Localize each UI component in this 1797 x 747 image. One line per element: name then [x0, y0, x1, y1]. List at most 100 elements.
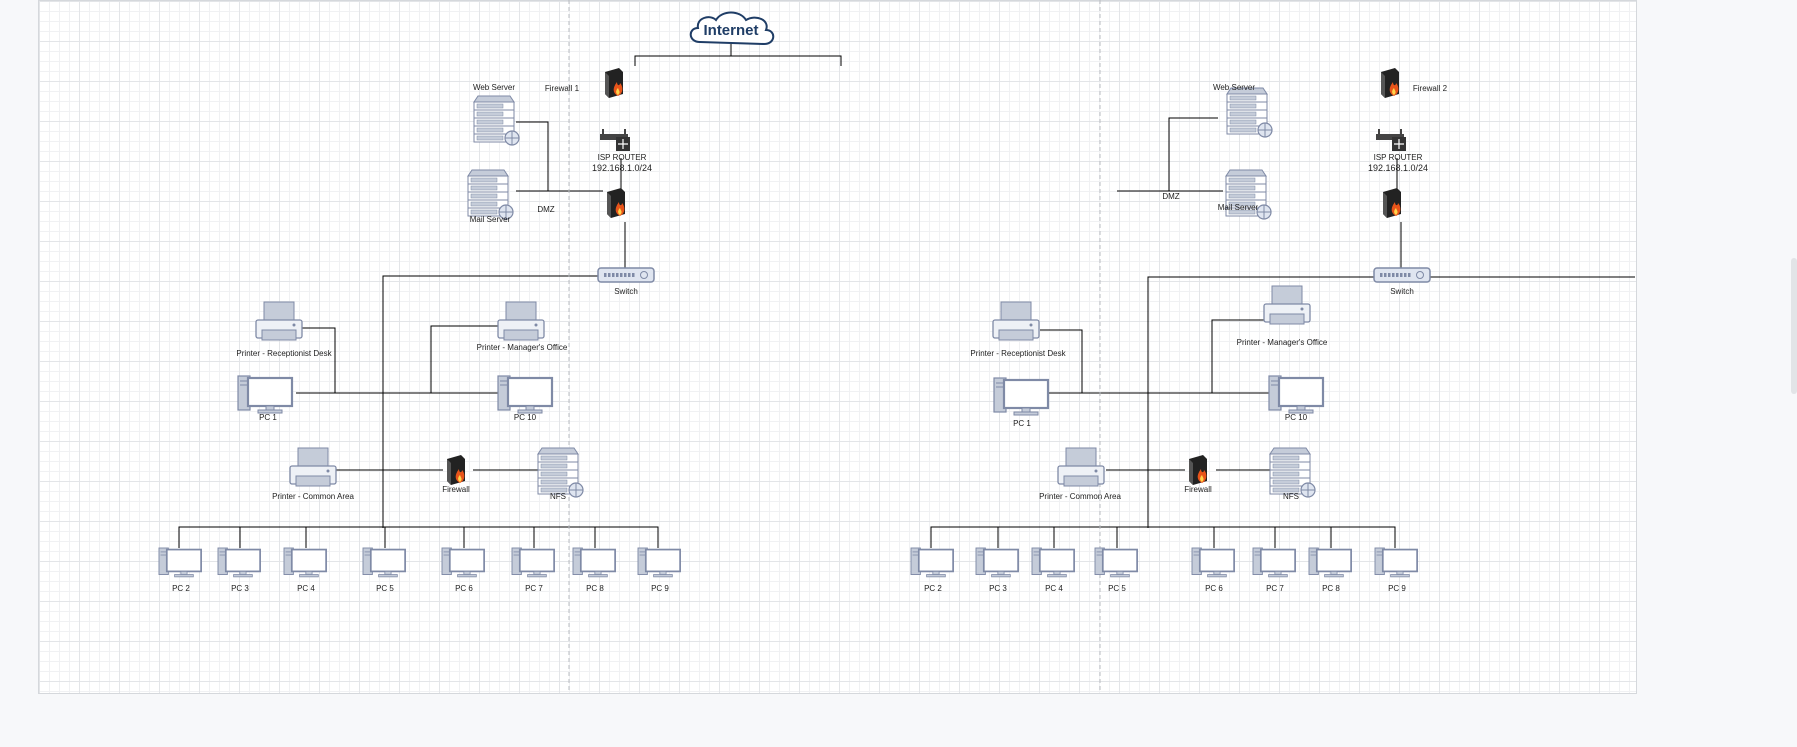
pc-icon[interactable]	[637, 547, 681, 578]
pc-icon[interactable]	[1191, 547, 1235, 578]
dmz-label: DMZ	[1162, 192, 1179, 201]
pc-icon[interactable]	[993, 377, 1050, 416]
wire	[1168, 117, 1223, 192]
internet-label: Internet	[703, 22, 758, 39]
pc-label: PC 5	[1108, 584, 1126, 593]
printer-common-label: Printer - Common Area	[1039, 492, 1121, 501]
pc10-label: PC 10	[1285, 413, 1308, 422]
pc-label: PC 7	[1266, 584, 1284, 593]
server-icon[interactable]	[1226, 87, 1273, 138]
wire	[930, 526, 1396, 548]
printer-common-label: Printer - Common Area	[272, 492, 354, 501]
pc-icon[interactable]	[1308, 547, 1352, 578]
router-label: ISP ROUTER	[598, 153, 647, 162]
inner-firewall-label: Firewall	[1184, 485, 1212, 494]
switch-label: Switch	[614, 287, 638, 296]
wire	[178, 526, 659, 548]
pc-label: PC 8	[1322, 584, 1340, 593]
firewall-label: Firewall 1	[545, 84, 580, 93]
server-icon[interactable]	[467, 169, 514, 220]
router-icon[interactable]	[1376, 129, 1406, 151]
wire	[296, 327, 336, 394]
pc-label: PC 2	[172, 584, 190, 593]
server-icon[interactable]	[473, 95, 520, 146]
pc-label: PC 3	[231, 584, 249, 593]
pc-icon[interactable]	[1268, 375, 1325, 414]
pc1-label: PC 1	[1013, 419, 1031, 428]
pc-icon[interactable]	[158, 547, 202, 578]
pc-label: PC 9	[1388, 584, 1406, 593]
firewall-icon[interactable]	[607, 188, 625, 218]
wire	[516, 121, 549, 192]
firewall-icon[interactable]	[605, 68, 623, 98]
printer-icon[interactable]	[497, 301, 545, 341]
firewall-icon[interactable]	[1381, 68, 1399, 98]
firewall-icon[interactable]	[1189, 455, 1207, 485]
router-label: ISP ROUTER	[1374, 153, 1423, 162]
pc-icon[interactable]	[975, 547, 1019, 578]
wire	[430, 325, 501, 393]
pc-icon[interactable]	[1031, 547, 1075, 578]
pc-label: PC 4	[297, 584, 315, 593]
printer-manager-label: Printer - Manager's Office	[1237, 338, 1328, 347]
pc1-label: PC 1	[259, 413, 277, 422]
pc-icon[interactable]	[362, 547, 406, 578]
cloud-icon[interactable]	[689, 11, 775, 46]
pc-icon[interactable]	[1094, 547, 1138, 578]
switch-icon[interactable]	[597, 267, 655, 283]
printer-icon[interactable]	[289, 447, 337, 487]
server-icon[interactable]	[1269, 447, 1316, 498]
nfs-label: NFS	[550, 492, 566, 501]
printer-manager-label: Printer - Manager's Office	[477, 343, 568, 352]
server-icon[interactable]	[1225, 169, 1272, 220]
pc10-label: PC 10	[514, 413, 537, 422]
pc-label: PC 3	[989, 584, 1007, 593]
printer-icon[interactable]	[255, 301, 303, 341]
wire	[1211, 319, 1264, 393]
pc-icon[interactable]	[511, 547, 555, 578]
wire	[1147, 276, 1635, 528]
pc-icon[interactable]	[237, 375, 294, 414]
nfs-label: NFS	[1283, 492, 1299, 501]
printer-icon[interactable]	[1263, 285, 1311, 325]
pc-icon[interactable]	[217, 547, 261, 578]
pc-icon[interactable]	[283, 547, 327, 578]
scrollbar[interactable]	[1791, 258, 1797, 394]
pc-label: PC 6	[455, 584, 473, 593]
inner-firewall-label: Firewall	[442, 485, 470, 494]
subnet-label: 192.168.1.0/24	[592, 163, 652, 173]
pc-label: PC 7	[525, 584, 543, 593]
switch-label: Switch	[1390, 287, 1414, 296]
server-icon[interactable]	[537, 447, 584, 498]
printer-reception-label: Printer - Receptionist Desk	[236, 349, 332, 358]
pc-icon[interactable]	[441, 547, 485, 578]
pc-icon[interactable]	[910, 547, 954, 578]
wire	[382, 275, 598, 528]
pc-label: PC 5	[376, 584, 394, 593]
pc-icon[interactable]	[1252, 547, 1296, 578]
pc-label: PC 8	[586, 584, 604, 593]
firewall-icon[interactable]	[447, 455, 465, 485]
printer-icon[interactable]	[1057, 447, 1105, 487]
switch-icon[interactable]	[1373, 267, 1431, 283]
diagram-canvas[interactable]	[38, 0, 1637, 694]
pc-icon[interactable]	[497, 375, 554, 414]
router-icon[interactable]	[600, 129, 630, 151]
pc-label: PC 2	[924, 584, 942, 593]
firewall-label: Firewall 2	[1413, 84, 1448, 93]
printer-icon[interactable]	[992, 301, 1040, 341]
printer-reception-label: Printer - Receptionist Desk	[970, 349, 1066, 358]
web-server-label: Web Server	[1213, 83, 1255, 92]
firewall-icon[interactable]	[1383, 188, 1401, 218]
dmz-label: DMZ	[537, 205, 554, 214]
web-server-label: Web Server	[473, 83, 515, 92]
pc-label: PC 4	[1045, 584, 1063, 593]
connection-lines	[178, 44, 1635, 548]
pc-icon[interactable]	[1374, 547, 1418, 578]
pc-icon[interactable]	[572, 547, 616, 578]
mail-server-label: Mail Server	[1218, 203, 1259, 212]
wire	[1040, 329, 1083, 394]
pc-label: PC 9	[651, 584, 669, 593]
wire	[634, 55, 842, 66]
